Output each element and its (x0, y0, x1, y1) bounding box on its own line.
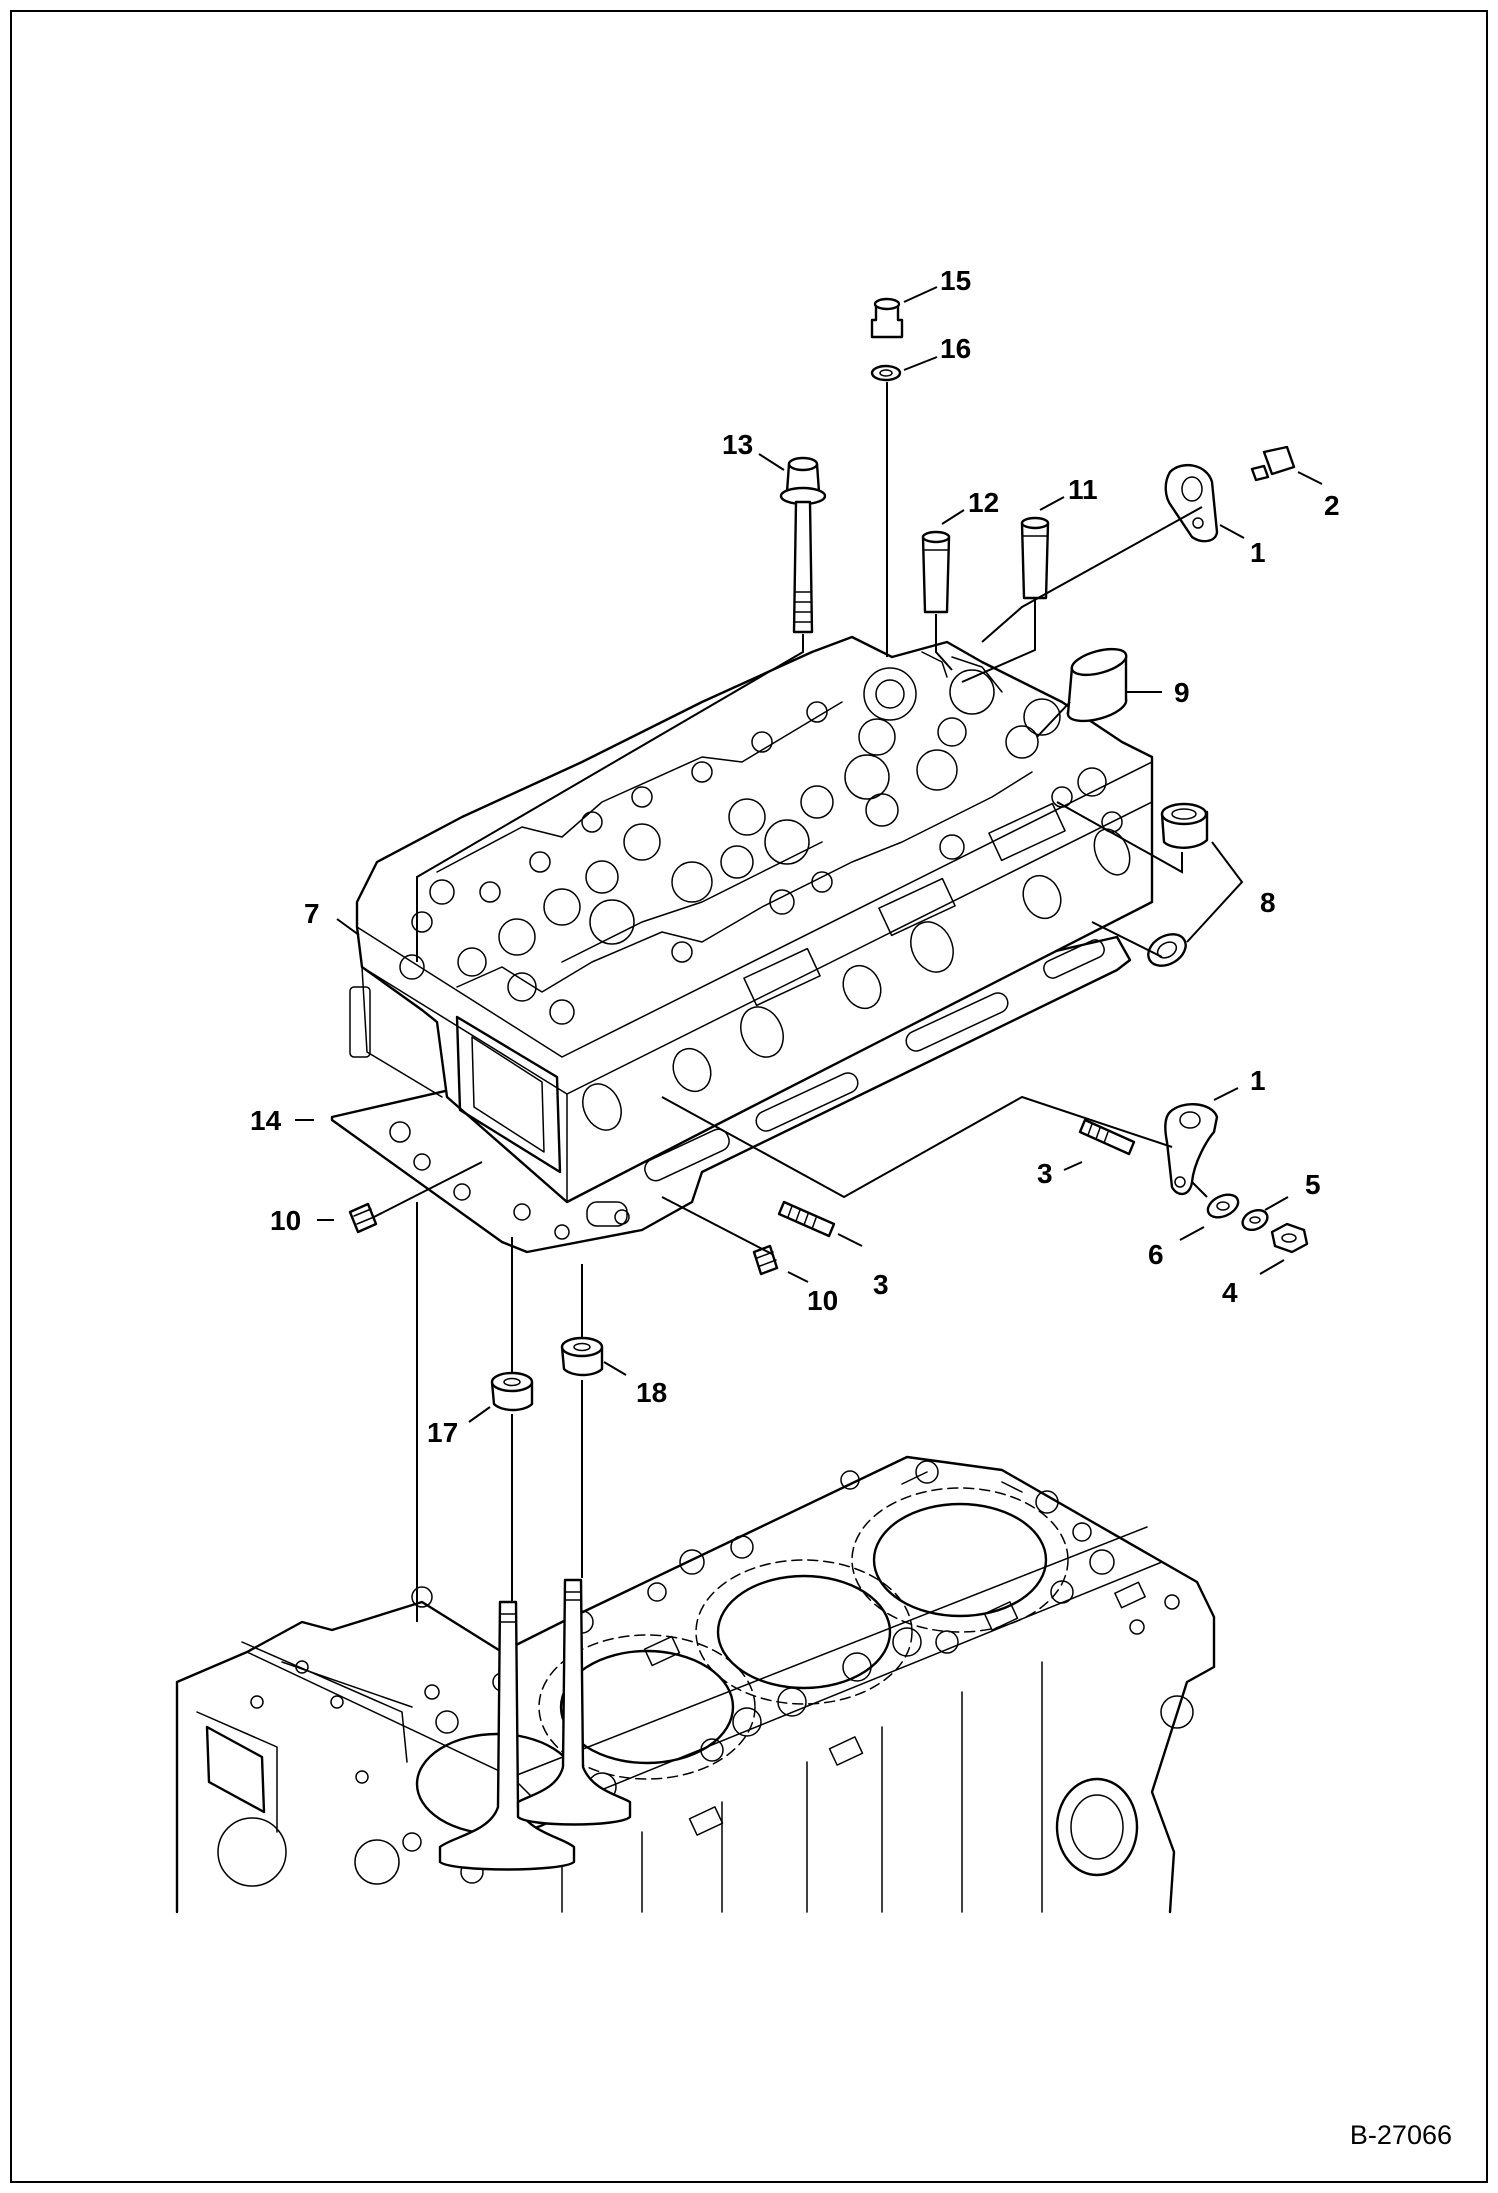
stud-part-3-right (1078, 1118, 1136, 1156)
callout-18: 18 (636, 1377, 667, 1408)
plug-part-10-left (348, 1202, 378, 1234)
callout-14: 14 (250, 1105, 282, 1136)
callout-15: 15 (940, 265, 971, 296)
cylinder-head (349, 635, 1154, 1204)
callout-7: 7 (304, 898, 320, 929)
nut-part-4 (1270, 1222, 1309, 1254)
plug-part-15 (870, 297, 904, 339)
exploded-parts-diagram: 15 16 13 12 11 2 1 9 7 8 14 1 3 5 6 4 10… (175, 265, 1340, 1914)
callout-1-upper: 1 (1250, 537, 1266, 568)
callout-10-left: 10 (270, 1205, 301, 1236)
callout-4: 4 (1222, 1277, 1238, 1308)
stem-seal-part-17 (490, 1371, 534, 1412)
cylinder-head-deck-features (399, 651, 1123, 1025)
valve-guide-part-12 (921, 530, 951, 614)
callout-17: 17 (427, 1417, 458, 1448)
callout-1-lower: 1 (1250, 1065, 1266, 1096)
lock-washer-part-5 (1241, 1208, 1269, 1232)
seal-part-8-upper (1160, 802, 1209, 849)
lifting-bracket-upper-part-1 (1164, 463, 1219, 543)
drawing-reference-number: B-27066 (1349, 2120, 1452, 2150)
callout-5: 5 (1305, 1169, 1321, 1200)
valve-guide-part-11 (1020, 516, 1050, 600)
callout-10-center: 10 (807, 1285, 838, 1316)
callout-9: 9 (1174, 677, 1190, 708)
bolt-part-2 (1250, 445, 1296, 482)
callout-6: 6 (1148, 1239, 1164, 1270)
callout-8: 8 (1260, 887, 1276, 918)
seal-part-8-lower (1147, 933, 1187, 967)
stud-part-3-center (777, 1200, 836, 1238)
callout-3-center: 3 (873, 1269, 889, 1300)
callout-3-right: 3 (1037, 1158, 1053, 1189)
callout-2: 2 (1324, 490, 1340, 521)
callout-labels: 15 16 13 12 11 2 1 9 7 8 14 1 3 5 6 4 10… (250, 265, 1340, 1448)
washer-part-16 (870, 364, 902, 382)
engine-block (175, 1455, 1216, 1914)
callout-leaders (295, 286, 1323, 1423)
stem-seal-part-18 (560, 1336, 604, 1377)
callout-11: 11 (1068, 474, 1098, 505)
callout-16: 16 (940, 333, 971, 364)
callout-12: 12 (968, 487, 999, 518)
head-bolt-part-13 (779, 456, 827, 634)
callout-13: 13 (722, 429, 753, 460)
assembly-guide-lines (373, 382, 1208, 1622)
lifting-bracket-lower-part-1 (1164, 1103, 1219, 1196)
washer-part-6 (1206, 1193, 1240, 1219)
diagram-frame: 15 16 13 12 11 2 1 9 7 8 14 1 3 5 6 4 10… (10, 10, 1488, 2183)
exhaust-valve (516, 1578, 632, 1826)
cap-part-9 (1066, 647, 1128, 723)
intake-valve (438, 1600, 576, 1871)
